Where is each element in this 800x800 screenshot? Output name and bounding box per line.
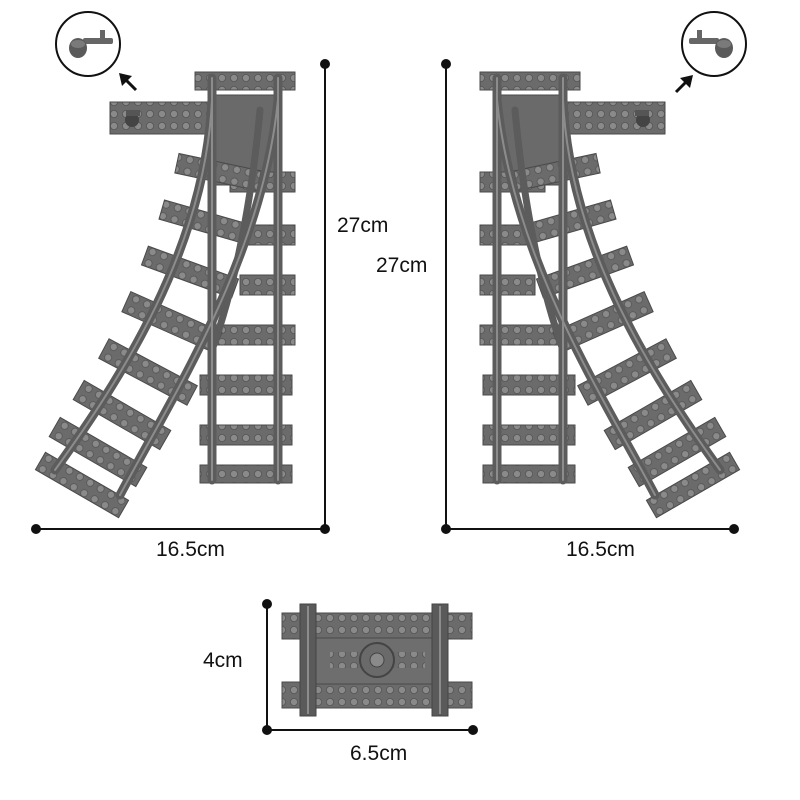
switch-lever-icon	[681, 11, 747, 77]
piece-width-label: 6.5cm	[350, 742, 408, 765]
left-dimension-lines	[31, 59, 330, 534]
left-switch-track	[35, 72, 295, 518]
straight-track-piece	[281, 603, 473, 717]
right-width-label: 16.5cm	[566, 538, 635, 561]
arrow-up-right-icon	[674, 75, 693, 94]
switch-lever-icon	[55, 11, 121, 77]
arrow-up-left-icon	[119, 73, 138, 92]
left-height-label: 27cm	[337, 214, 389, 237]
piece-height-label: 4cm	[203, 649, 243, 672]
small-dimension-lines	[262, 599, 478, 735]
right-height-label: 27cm	[376, 254, 428, 277]
right-dimension-lines	[441, 59, 739, 534]
left-width-label: 16.5cm	[156, 538, 225, 561]
right-switch-track	[480, 72, 740, 518]
